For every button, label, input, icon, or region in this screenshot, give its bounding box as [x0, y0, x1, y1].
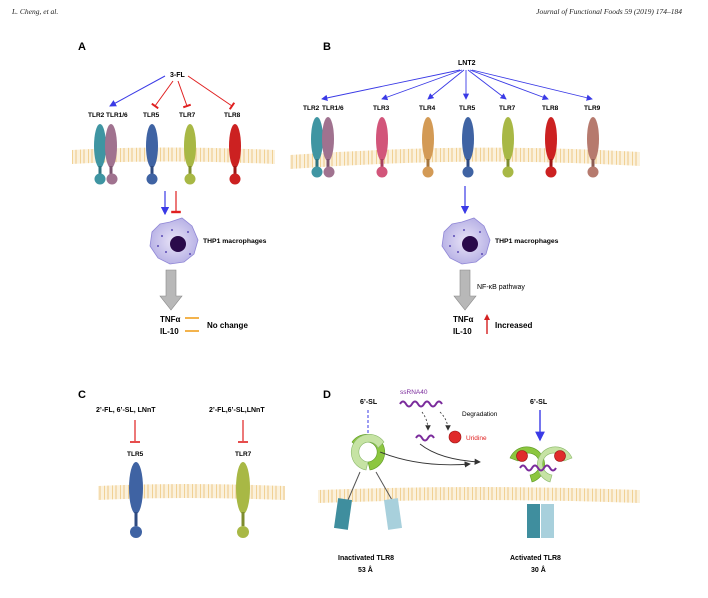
panel-b-output-tnfa: TNFα [453, 315, 474, 324]
panel-b-receptor-label: TLR3 [373, 105, 390, 112]
active-tlr8 [509, 446, 573, 538]
panel-b-receptor-label: TLR5 [459, 105, 476, 112]
panel-d-membrane [318, 487, 640, 503]
panel-a-inhibit-tlr7 [177, 80, 192, 109]
receptor-tlr2 [311, 117, 323, 178]
receptor-tlr8 [229, 124, 241, 185]
active-distance: 30 Å [531, 565, 546, 574]
receptor-tlr5 [146, 124, 158, 185]
receptor-tlr7 [184, 124, 196, 185]
panel-a-cell-label: THP1 macrophages [203, 238, 267, 245]
panel-a-receptor-label: TLR1/6 [106, 112, 128, 119]
panel-b-output-il10: IL-10 [453, 327, 472, 336]
receptor-tlr7 [236, 462, 250, 538]
panel-c: C 2’-FL, 6’-SL, LNnT 2’-FL,6’-SL,LNnT TL… [78, 389, 285, 538]
receptor-tlr9 [587, 117, 599, 178]
receptor-tlr5 [129, 462, 143, 538]
panel-c-letter: C [78, 389, 86, 401]
panel-a-ligand: 3-FL [170, 72, 186, 79]
increase-arrow-icon [484, 314, 490, 334]
panel-c-ligand-right: 2’-FL,6’-SL,LNnT [209, 407, 265, 414]
panel-a-receptor-label: TLR2 [88, 112, 105, 119]
inactive-tlr8 [333, 433, 403, 530]
receptor-tlr2 [94, 124, 106, 185]
panel-c-ligand-left: 2’-FL, 6’-SL, LNnT [96, 407, 156, 414]
panel-b-fan-arrows [321, 69, 593, 101]
receptor-tlr5 [462, 117, 474, 178]
panel-a-output-tnfa: TNFα [160, 315, 181, 324]
panel-c-receptor-label: TLR7 [235, 451, 252, 458]
degradation-label: Degradation [462, 411, 498, 418]
panel-a-receptor-label: TLR7 [179, 112, 196, 119]
panel-b-pathway: NF-κB pathway [477, 284, 525, 291]
active-label: Activated TLR8 [510, 555, 561, 562]
panel-d: D 6’-SL Inactivated TLR8 53 Å ssRNA40 De… [318, 389, 640, 574]
running-header-authors: L. Cheng, et al. [12, 7, 59, 16]
panel-d-ligand-right: 6’-SL [530, 399, 548, 406]
panel-a-receptor-label: TLR5 [143, 112, 160, 119]
panel-b-receptor-label: TLR1/6 [322, 105, 344, 112]
panel-a-output-il10: IL-10 [160, 327, 179, 336]
panel-b-receptor-label: TLR8 [542, 105, 559, 112]
panel-b-receptor-label: TLR4 [419, 105, 436, 112]
panel-a-result: No change [207, 321, 248, 330]
panel-a-inhibit-tlr5 [151, 80, 174, 110]
receptor-tlr4 [422, 117, 434, 178]
uridine-icon [448, 430, 462, 444]
panel-a-letter: A [78, 41, 86, 53]
macrophage-cell-a [149, 217, 199, 265]
panel-c-membrane [98, 484, 285, 500]
panel-d-ligand-left: 6’-SL [360, 399, 378, 406]
running-header-journal: Journal of Functional Foods 59 (2019) 17… [536, 7, 682, 16]
ssrna-label: ssRNA40 [400, 389, 428, 396]
receptor-tlr1-6 [322, 117, 335, 178]
panel-b-receptor-label: TLR9 [584, 105, 601, 112]
ssrna-fragment [415, 434, 435, 442]
panel-c-receptor-label: TLR5 [127, 451, 144, 458]
uridine-label: Uridine [466, 435, 487, 442]
panel-b-output-arrow [453, 269, 477, 311]
panel-a: A 3-FL TLR2 TLR1/6 TLR5 TLR7 TLR8 [72, 41, 275, 336]
macrophage-cell-b [441, 217, 491, 265]
panel-b-ligand: LNT2 [458, 60, 476, 67]
panel-b-receptor-label: TLR7 [499, 105, 516, 112]
receptor-tlr1-6 [105, 124, 118, 185]
panel-b-result: Increased [495, 321, 532, 330]
receptor-tlr7 [502, 117, 514, 178]
receptor-tlr8 [545, 117, 557, 178]
panel-a-output-arrow [159, 269, 183, 311]
panel-b-cell-label: THP1 macrophages [495, 238, 559, 245]
panel-d-letter: D [323, 389, 331, 401]
panel-b: B LNT2 TLR2 TLR1/6 TLR3 TLR4 TLR5 TLR7 T… [290, 41, 640, 336]
panel-a-inhibit-tlr8 [187, 75, 236, 110]
ssrna-strand [399, 400, 443, 408]
panel-a-membrane [72, 147, 275, 164]
inactive-label: Inactivated TLR8 [338, 555, 394, 562]
panel-a-receptor-label: TLR8 [224, 112, 241, 119]
panel-b-receptor-label: TLR2 [303, 105, 320, 112]
receptor-tlr3 [376, 117, 388, 178]
panel-b-letter: B [323, 41, 331, 53]
panel-a-arrow-tlr2 [109, 75, 166, 107]
inactive-distance: 53 Å [358, 565, 373, 574]
